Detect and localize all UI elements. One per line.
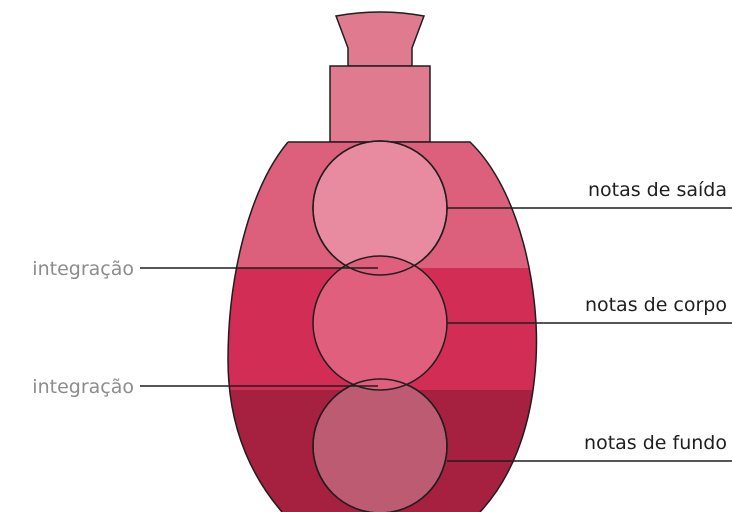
heart-notes-circle [313,256,447,390]
heart-notes-label: notas de corpo [585,294,727,316]
bottle-cap [336,12,424,66]
bottle-neck [330,66,430,142]
integration-upper-label: integração [32,258,134,280]
top-notes-label: notas de saída [588,179,727,201]
integration-lower-label: integração [32,376,134,398]
base-notes-label: notas de fundo [584,432,727,454]
